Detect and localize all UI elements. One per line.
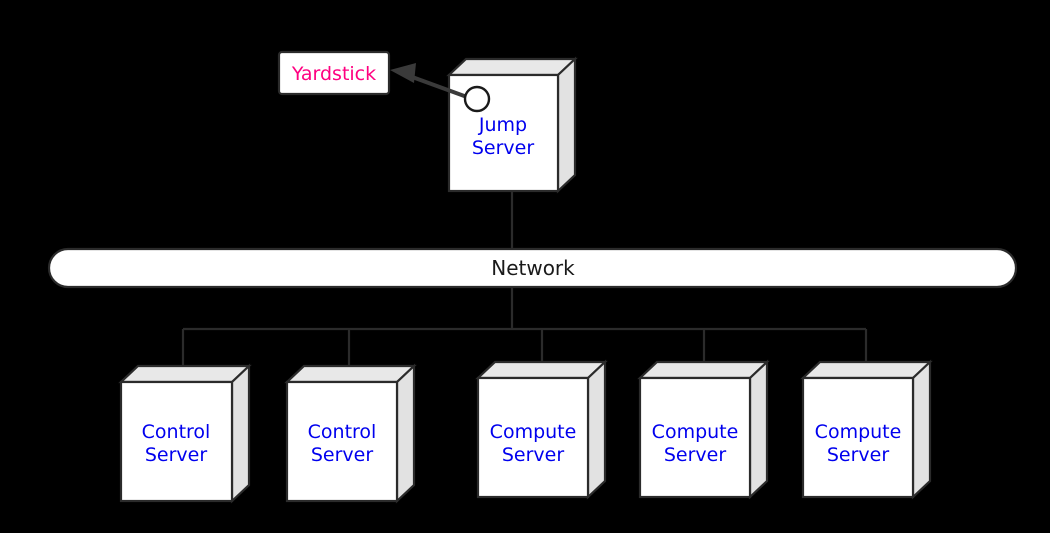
- compute-server-3-side-face: [911, 359, 932, 500]
- compute-server-1-label-line1: Compute: [490, 421, 577, 443]
- jump-server-label-line2: Server: [472, 137, 534, 159]
- control-server-1-label-line1: Control: [142, 421, 211, 443]
- compute-server-3-front-face: [801, 376, 915, 499]
- yardstick-label: Yardstick: [291, 63, 376, 85]
- node-compute-server-3[interactable]: Compute Server: [800, 359, 933, 500]
- node-control-server-1[interactable]: Control Server: [118, 363, 252, 504]
- control-server-2-front-face: [285, 380, 399, 503]
- node-compute-server-2[interactable]: Compute Server: [637, 359, 770, 500]
- control-server-1-top-face: [118, 364, 252, 384]
- yardstick-interface-edge: [390, 63, 491, 113]
- compute-server-2-side-face: [748, 359, 769, 500]
- network-bar: [47, 247, 1018, 289]
- jump-server-label-line1: Jump: [478, 114, 527, 136]
- compute-server-1-label-line2: Server: [502, 444, 564, 466]
- network-node[interactable]: Network: [47, 247, 1018, 289]
- yardstick-box: [277, 50, 391, 96]
- node-compute-server-1[interactable]: Compute Server: [475, 359, 608, 500]
- compute-server-3-top-face: [800, 360, 933, 380]
- control-server-1-front-face: [119, 380, 234, 503]
- yardstick-node[interactable]: Yardstick: [277, 50, 391, 96]
- compute-server-2-top-face: [637, 360, 770, 380]
- node-control-server-2[interactable]: Control Server: [284, 363, 417, 504]
- control-server-2-label-line1: Control: [308, 421, 377, 443]
- compute-server-1-top-face: [475, 360, 608, 380]
- control-server-2-top-face: [284, 364, 417, 384]
- jump-server-node[interactable]: Jump Server: [446, 56, 578, 194]
- jump-server-side-face: [556, 56, 577, 194]
- connector-group: [181, 190, 868, 372]
- compute-server-3-label-line2: Server: [827, 444, 889, 466]
- control-server-2-side-face: [395, 363, 416, 504]
- compute-server-3-label-line1: Compute: [815, 421, 902, 443]
- control-server-1-side-face: [230, 363, 251, 504]
- compute-server-2-label-line2: Server: [664, 444, 726, 466]
- control-server-1-label-line2: Server: [145, 444, 207, 466]
- edge-jump-to-yardstick-arrowhead: [390, 63, 416, 83]
- compute-server-1-front-face: [476, 376, 590, 499]
- network-label: Network: [491, 256, 575, 280]
- compute-server-2-front-face: [638, 376, 752, 499]
- jump-server-top-face: [446, 57, 578, 77]
- lollipop-interface-icon: [463, 85, 491, 113]
- control-server-2-label-line2: Server: [311, 444, 373, 466]
- jump-server-front-face: [447, 73, 560, 193]
- compute-server-2-label-line1: Compute: [652, 421, 739, 443]
- compute-server-1-side-face: [586, 359, 607, 500]
